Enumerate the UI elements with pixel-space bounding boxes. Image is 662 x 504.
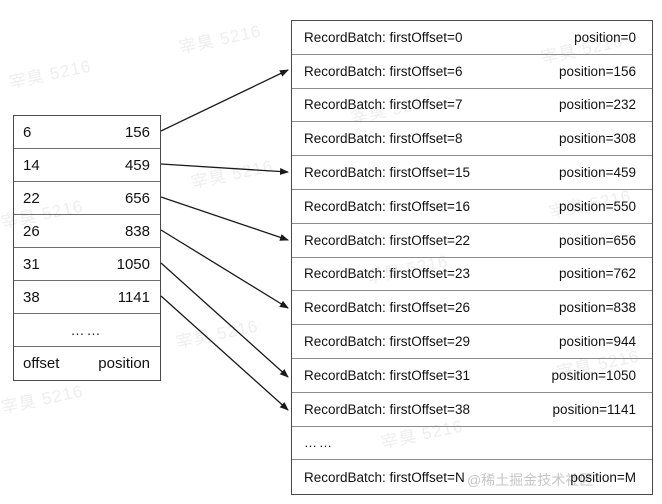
index-row: 22 656	[14, 182, 160, 215]
batch-position: position=1141	[552, 401, 636, 417]
batch-position: position=838	[559, 300, 636, 316]
batch-label: RecordBatch: firstOffset=6	[304, 63, 463, 79]
batch-label: RecordBatch: firstOffset=26	[304, 300, 470, 316]
batch-label: RecordBatch: firstOffset=29	[304, 334, 470, 350]
batch-row: RecordBatch: firstOffset=26 position=838	[292, 291, 652, 326]
arrow-offset-38-to-batch	[160, 295, 289, 411]
batch-row: RecordBatch: firstOffset=0 position=0	[292, 21, 652, 55]
batch-row: RecordBatch: firstOffset=31 position=105…	[292, 359, 652, 393]
batch-label: RecordBatch: firstOffset=15	[304, 165, 470, 181]
watermark-tile: 宰臭 5216	[189, 156, 276, 193]
batch-label: RecordBatch: firstOffset=22	[304, 232, 470, 248]
batch-position: position=459	[559, 165, 636, 181]
batch-row: RecordBatch: firstOffset=15 position=459	[292, 156, 652, 190]
batch-position: position=550	[559, 198, 636, 214]
batch-position: position=0	[574, 29, 636, 45]
index-row: 38 1141	[14, 281, 160, 314]
index-ellipsis-row: ……	[14, 314, 160, 347]
batch-ellipsis-row: ……	[292, 427, 652, 461]
batch-row: RecordBatch: firstOffset=6 position=156	[292, 55, 652, 89]
index-offset-label: offset	[23, 355, 60, 372]
index-row: 26 838	[14, 215, 160, 248]
arrow-offset-14-to-batch	[160, 163, 289, 175]
arrow-offset-31-to-batch	[160, 262, 289, 378]
batch-position: position=762	[559, 266, 636, 282]
record-batch-table: RecordBatch: firstOffset=0 position=0 Re…	[291, 20, 653, 496]
batch-label: RecordBatch: firstOffset=16	[304, 198, 470, 214]
index-row: 31 1050	[14, 248, 160, 281]
batch-position: position=156	[559, 63, 636, 79]
index-position: 656	[124, 189, 150, 207]
arrow-offset-26-to-batch	[160, 229, 289, 309]
index-header-row: offset position	[14, 347, 160, 380]
watermark-tile: 宰臭 5216	[177, 21, 264, 58]
index-row: 6 156	[14, 116, 160, 149]
index-offset: 22	[23, 189, 40, 207]
arrow-offset-6-to-batch	[160, 69, 289, 132]
batch-row: RecordBatch: firstOffset=8 position=308	[292, 122, 652, 157]
batch-row: RecordBatch: firstOffset=23 position=762	[292, 258, 652, 292]
batch-row-last: RecordBatch: firstOffset=N position=M	[292, 460, 652, 494]
index-position: 1141	[117, 288, 150, 306]
batch-position: position=1050	[551, 367, 636, 383]
index-position-label: position	[98, 355, 150, 372]
index-position: 459	[124, 156, 150, 174]
index-offset: 14	[23, 156, 40, 174]
batch-label: RecordBatch: firstOffset=31	[304, 367, 470, 383]
batch-row: RecordBatch: firstOffset=7 position=232	[292, 89, 652, 123]
batch-label: RecordBatch: firstOffset=7	[304, 97, 463, 113]
batch-position: position=656	[559, 232, 636, 248]
index-offset: 6	[23, 123, 32, 141]
batch-label: RecordBatch: firstOffset=0	[304, 29, 463, 45]
batch-position: position=944	[559, 334, 636, 350]
batch-row: RecordBatch: firstOffset=29 position=944	[292, 325, 652, 359]
batch-row: RecordBatch: firstOffset=22 position=656	[292, 224, 652, 258]
batch-label: RecordBatch: firstOffset=23	[304, 266, 470, 282]
index-offset: 26	[23, 222, 40, 240]
index-position: 1050	[116, 255, 150, 273]
index-position: 838	[124, 222, 150, 240]
batch-position: position=308	[559, 131, 636, 147]
batch-label: RecordBatch: firstOffset=8	[304, 131, 463, 147]
batch-position: position=232	[559, 97, 636, 113]
batch-ellipsis: ……	[304, 435, 334, 451]
index-offset: 38	[23, 288, 40, 306]
index-row: 14 459	[14, 149, 160, 182]
index-ellipsis: ……	[70, 322, 103, 338]
watermark-tile: 宰臭 5216	[174, 316, 261, 353]
arrow-offset-22-to-batch	[160, 196, 289, 241]
index-position: 156	[124, 123, 150, 141]
watermark-tile: 宰臭 5216	[0, 381, 86, 418]
watermark-tile: 宰臭 5216	[7, 56, 94, 93]
batch-label: RecordBatch: firstOffset=N	[304, 469, 465, 485]
offset-index-table: 6 156 14 459 22 656 26 838 31 1050 38 11…	[13, 115, 161, 381]
batch-row: RecordBatch: firstOffset=16 position=550	[292, 190, 652, 224]
batch-position: position=M	[570, 469, 636, 485]
index-offset: 31	[23, 255, 40, 273]
batch-row: RecordBatch: firstOffset=38 position=114…	[292, 393, 652, 427]
batch-label: RecordBatch: firstOffset=38	[304, 401, 470, 417]
